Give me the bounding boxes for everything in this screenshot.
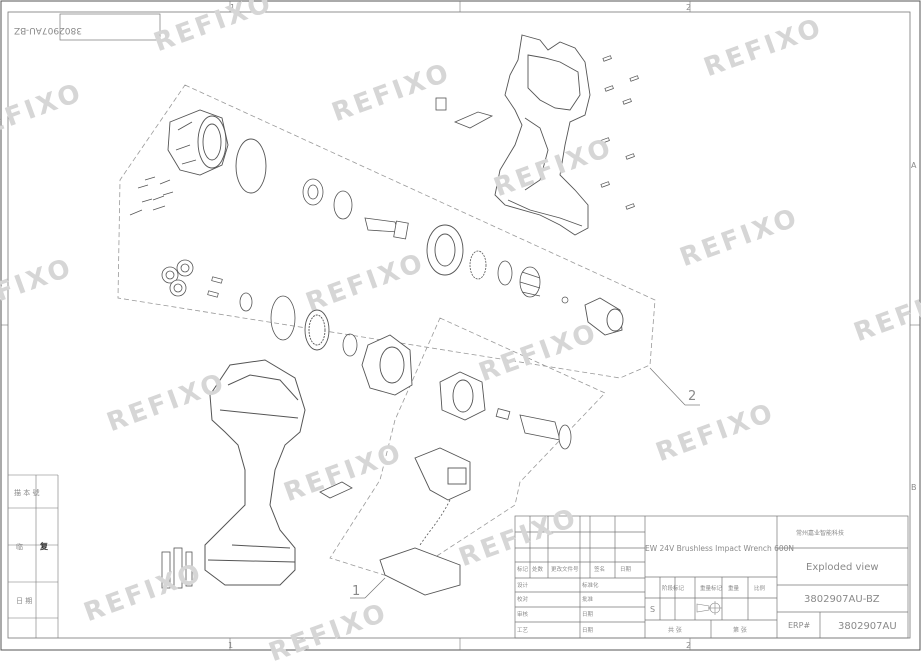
tb-s-mark: S xyxy=(650,605,655,614)
washer-3 xyxy=(239,292,253,312)
title-block xyxy=(514,515,909,639)
callout-1: 1 xyxy=(352,584,360,599)
planetary-gears xyxy=(161,259,194,297)
part-number: 3802907AU xyxy=(838,621,897,632)
callout-2: 2 xyxy=(688,389,696,404)
tb-count: 处数 xyxy=(532,565,544,573)
grid-col-1-top: 1 xyxy=(230,3,235,12)
tb-sign: 签名 xyxy=(594,565,605,573)
tb-scale: 比例 xyxy=(754,584,766,592)
tb-mark: 标记 xyxy=(517,565,529,573)
washer-4 xyxy=(342,333,358,357)
hammer-case xyxy=(167,109,229,176)
gearbox-cover xyxy=(361,334,413,396)
drawing-code-top: 3802907AU-BZ xyxy=(14,25,82,35)
tb-weight-mark: 重量标记 xyxy=(700,584,723,592)
screws-left xyxy=(129,176,174,216)
o-ring-large xyxy=(235,138,267,194)
tb-design: 设计 xyxy=(517,581,529,589)
motor-rotor xyxy=(495,408,572,450)
wires xyxy=(419,499,451,546)
side-label-1: 描 本 號 xyxy=(14,488,39,497)
spindle xyxy=(584,297,624,336)
product-name: EW 24V Brushless Impact Wrench 600N xyxy=(645,544,794,553)
spring xyxy=(519,266,541,298)
tb-standard: 标准化 xyxy=(582,581,599,589)
tb-sheet-no: 第 张 xyxy=(733,626,747,634)
projection-symbol xyxy=(696,601,722,615)
small-parts-top xyxy=(435,97,494,129)
tb-sheets: 共 张 xyxy=(668,626,682,634)
hammer xyxy=(426,224,464,276)
grid-col-1-bottom: 1 xyxy=(228,641,233,650)
grid-col-2-bottom: 2 xyxy=(686,641,691,650)
tb-mass: 重量 xyxy=(728,584,740,592)
trigger-switch xyxy=(414,447,471,501)
grid-row-b: B xyxy=(911,483,917,492)
drawing-number: 3802907AU-BZ xyxy=(804,594,880,605)
motor-stator xyxy=(439,371,486,421)
small-pin xyxy=(561,296,569,304)
tb-date-3: 日期 xyxy=(582,627,594,634)
screws-right xyxy=(600,55,639,210)
accessory-bits xyxy=(161,547,193,589)
housing-half-right xyxy=(494,34,591,236)
callout-leaders xyxy=(350,367,700,599)
side-label-2b: 复 xyxy=(39,541,49,551)
gear-pins xyxy=(207,276,223,298)
battery-terminal xyxy=(379,547,461,596)
ring-gear xyxy=(304,309,330,351)
technical-drawing-sheet: 2 2 1 1 A B 3802907AU-BZ 描 本 號 临 复 日 期 xyxy=(0,0,921,651)
tb-date: 日期 xyxy=(620,566,632,573)
anvil xyxy=(364,217,409,240)
tb-process: 工艺 xyxy=(517,627,529,634)
bearing-bushing xyxy=(302,178,324,206)
view-name: Exploded view xyxy=(806,562,879,573)
tb-change: 更改文件号 xyxy=(551,565,579,573)
tb-stage: 阶段标记 xyxy=(662,584,685,592)
tb-review: 审核 xyxy=(517,610,529,618)
lens-part xyxy=(319,481,353,499)
steel-balls-ring xyxy=(469,250,487,280)
grid-row-a: A xyxy=(911,161,917,170)
assembled-impact-wrench xyxy=(204,359,306,586)
washer-1 xyxy=(333,190,353,220)
tb-approve: 批准 xyxy=(582,595,594,603)
erp-label: ERP# xyxy=(788,621,810,630)
o-ring-2 xyxy=(270,295,296,341)
washer-2 xyxy=(497,260,513,286)
side-label-2: 临 xyxy=(16,542,23,551)
side-label-3: 日 期 xyxy=(16,597,32,605)
tb-date-2: 日期 xyxy=(582,611,594,618)
company-name: 常州嘉业智能科技 xyxy=(796,529,844,537)
grid-col-2-top: 2 xyxy=(686,3,691,12)
tb-check: 校对 xyxy=(517,595,529,603)
